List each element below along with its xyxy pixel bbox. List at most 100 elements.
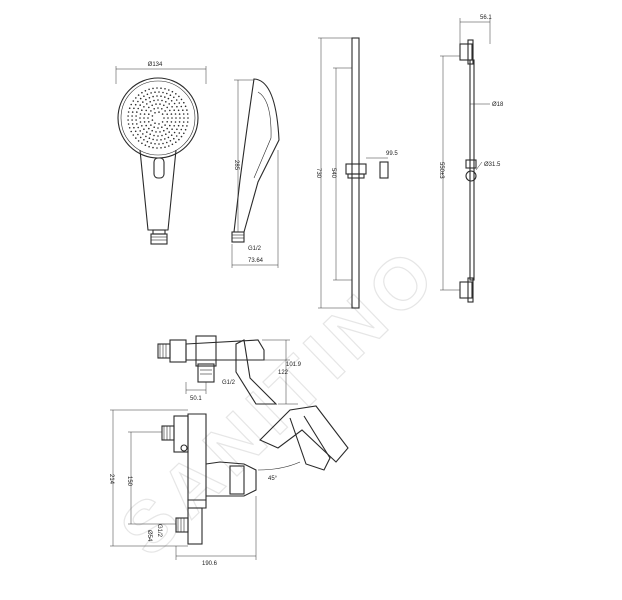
nozzle-dot [175,135,178,137]
nozzle-dot [152,146,154,149]
nozzle-dot [152,95,154,98]
nozzle-dot [183,117,185,119]
nozzle-dot [182,109,184,111]
watermark-text: SANITINO [106,231,455,572]
nozzle-dot [147,117,149,119]
thread-label: G1/2 [156,524,162,538]
nozzle-dot [160,147,162,149]
nozzle-dot [153,99,155,102]
nozzle-dot [130,130,132,133]
width-label: 73.64 [248,258,264,264]
nozzle-dot [131,115,133,117]
nozzle-dot [178,113,181,115]
nozzle-dot [182,125,184,127]
nozzle-dot [182,121,185,123]
nozzle-dot [158,143,160,145]
nozzle-dot [128,107,131,109]
nozzle-dot [139,104,141,106]
nozzle-dot [186,121,189,123]
nozzle-dot [137,94,140,96]
nozzle-dot [171,143,174,146]
height-b-label: 122 [278,370,289,376]
nozzle-dot [171,90,174,93]
nozzle-dot [166,113,168,115]
nozzle-dot [143,106,145,108]
nozzle-dot [161,108,163,110]
nozzle-dot [153,108,155,110]
nozzle-dot [179,117,181,119]
nozzle-dot [173,109,175,111]
nozzle-dot [163,117,165,119]
nozzle-dot [180,98,183,101]
nozzle-dot [131,123,134,125]
depth-label: 50.1 [190,396,202,402]
nozzle-dot [148,106,150,109]
nozzle-dot [160,95,162,97]
nozzle-dot [130,103,132,106]
nozzle-dot [139,130,141,132]
nozzle-dot [154,112,156,114]
nozzle-dot [166,127,168,130]
nozzle-dot [143,117,145,119]
diameter-label: Ø134 [148,62,163,68]
nozzle-dot [150,92,152,94]
nozzle-dot [166,141,168,144]
nozzle-dot [161,134,163,137]
nozzle-dot [131,119,133,121]
nozzle-dot [155,131,157,133]
nozzle-dot [143,121,146,123]
nozzle-dot [174,113,177,115]
nozzle-dot [146,131,148,133]
nozzle-dot [175,117,177,119]
nozzle-dot [139,121,142,123]
nozzle-dot [161,121,164,123]
nozzle-dot [145,135,147,138]
nozzle-dot [157,135,159,137]
nozzle-dot [168,145,170,147]
spacing-label: 150 [126,476,132,487]
nozzle-dot [133,126,135,129]
nozzle-dot [155,103,157,105]
nozzle-dot [169,94,172,96]
nozzle-dot [164,124,166,126]
nozzle-dot [177,109,180,112]
nozzle-dot [146,103,148,105]
nozzle-dot [136,111,138,113]
bracket-spacing-label: 550±3 [438,162,444,179]
mixer-top-view: 101.9 122 G1/2 50.1 [157,335,302,405]
nozzle-dot [154,91,156,93]
thread-label: G1/2 [222,380,236,386]
hand-shower-front-view: Ø134 [115,62,207,245]
nozzle-dot [177,124,180,127]
nozzle-dot [167,136,170,139]
nozzle-dot [166,106,168,109]
nozzle-dot [135,115,137,117]
nozzle-dot [135,137,137,139]
nozzle-dot [178,95,180,98]
nozzle-dot [134,130,137,133]
nozzle-dot [137,140,140,142]
nozzle-dot [149,101,151,103]
nozzle-dot [152,138,154,141]
nozzle-dot [151,129,153,132]
nozzle-dot [127,123,130,125]
rod-diameter-label: Ø18 [492,102,504,108]
nozzle-dot [184,105,187,108]
nozzle-dot [149,133,151,135]
nozzle-dot [142,133,144,135]
nozzle-dot [158,111,160,113]
nozzle-dot [173,125,175,127]
nozzle-dot [175,99,178,101]
nozzle-dot [182,113,185,115]
nozzle-dot [170,100,173,102]
nozzle-dot [143,139,145,141]
nozzle-dot [184,128,187,131]
nozzle-dot [135,97,137,99]
nozzle-dot [148,121,150,123]
nozzle-dot [127,111,130,113]
nozzle-dot [142,101,144,103]
nozzle-dot [162,142,164,145]
nozzle-dot [178,121,181,123]
nozzle-dot [145,109,147,112]
